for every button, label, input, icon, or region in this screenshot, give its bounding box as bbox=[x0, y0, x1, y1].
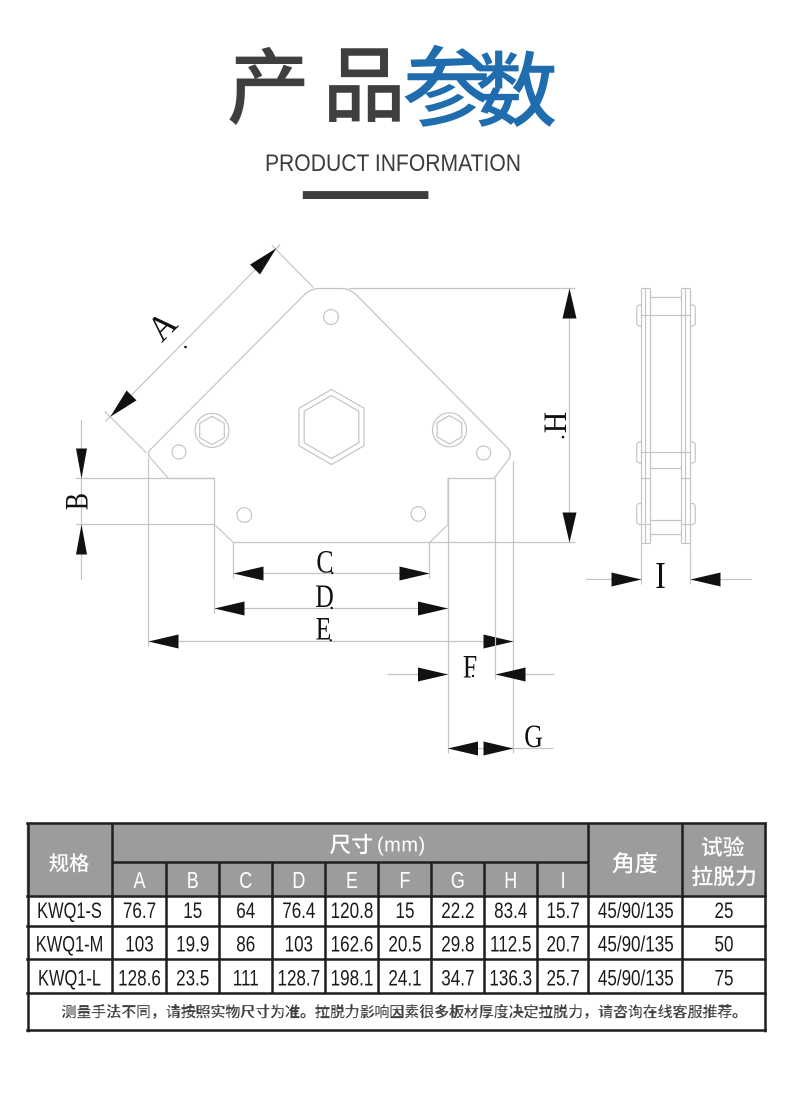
svg-text:KWQ1-M: KWQ1-M bbox=[36, 932, 103, 957]
svg-text:H: H bbox=[504, 868, 517, 894]
svg-text:29.8: 29.8 bbox=[441, 932, 474, 957]
svg-text:20.5: 20.5 bbox=[388, 932, 421, 957]
svg-text:15: 15 bbox=[183, 899, 202, 924]
svg-text:25.7: 25.7 bbox=[547, 966, 580, 991]
svg-text:F: F bbox=[400, 868, 411, 894]
svg-text:103: 103 bbox=[125, 932, 153, 957]
svg-text:75: 75 bbox=[715, 966, 734, 991]
svg-text:112.5: 112.5 bbox=[490, 932, 531, 957]
svg-text:22.2: 22.2 bbox=[441, 899, 474, 924]
svg-text:D: D bbox=[315, 579, 334, 615]
svg-text:F: F bbox=[463, 650, 477, 686]
svg-text:45/90/135: 45/90/135 bbox=[598, 966, 674, 991]
svg-text:111: 111 bbox=[233, 966, 259, 991]
svg-text:B: B bbox=[187, 868, 199, 894]
svg-text:136.3: 136.3 bbox=[489, 966, 532, 991]
svg-text:G: G bbox=[451, 868, 465, 894]
svg-text:C: C bbox=[239, 868, 252, 894]
svg-text:C: C bbox=[316, 544, 333, 580]
svg-text:20.7: 20.7 bbox=[547, 932, 580, 957]
svg-text:G: G bbox=[524, 719, 543, 755]
svg-text:24.1: 24.1 bbox=[388, 966, 421, 991]
svg-text:120.8: 120.8 bbox=[331, 899, 374, 924]
svg-text:34.7: 34.7 bbox=[441, 966, 474, 991]
svg-text:45/90/135: 45/90/135 bbox=[598, 932, 674, 957]
svg-text:128.6: 128.6 bbox=[118, 966, 161, 991]
svg-text:86: 86 bbox=[236, 932, 255, 957]
svg-text:B: B bbox=[60, 493, 96, 510]
svg-text:76.7: 76.7 bbox=[123, 899, 156, 924]
svg-text:E: E bbox=[316, 612, 332, 648]
svg-text:83.4: 83.4 bbox=[494, 899, 527, 924]
svg-text:(mm): (mm) bbox=[377, 835, 426, 857]
svg-text:KWQ1-S: KWQ1-S bbox=[37, 898, 102, 923]
svg-text:23.5: 23.5 bbox=[176, 966, 209, 991]
svg-text:KWQ1-L: KWQ1-L bbox=[38, 966, 101, 991]
svg-text:64: 64 bbox=[236, 899, 255, 924]
svg-text:19.9: 19.9 bbox=[176, 932, 209, 957]
svg-text:E: E bbox=[346, 868, 358, 894]
svg-text:25: 25 bbox=[715, 899, 734, 924]
svg-text:198.1: 198.1 bbox=[331, 966, 374, 991]
svg-text:I: I bbox=[561, 868, 566, 894]
svg-text:H: H bbox=[537, 412, 574, 433]
svg-text:A: A bbox=[134, 868, 146, 894]
svg-text:76.4: 76.4 bbox=[282, 899, 315, 924]
svg-text:I: I bbox=[655, 555, 666, 597]
svg-text:128.7: 128.7 bbox=[277, 966, 320, 991]
svg-text:PRODUCT INFORMATION: PRODUCT INFORMATION bbox=[265, 150, 521, 177]
svg-text:45/90/135: 45/90/135 bbox=[598, 899, 674, 924]
svg-text:103: 103 bbox=[285, 932, 313, 957]
svg-text:50: 50 bbox=[715, 932, 734, 957]
svg-text:15: 15 bbox=[396, 899, 415, 924]
svg-text:15.7: 15.7 bbox=[547, 899, 580, 924]
svg-text:D: D bbox=[292, 868, 305, 894]
svg-text:162.6: 162.6 bbox=[331, 932, 374, 957]
